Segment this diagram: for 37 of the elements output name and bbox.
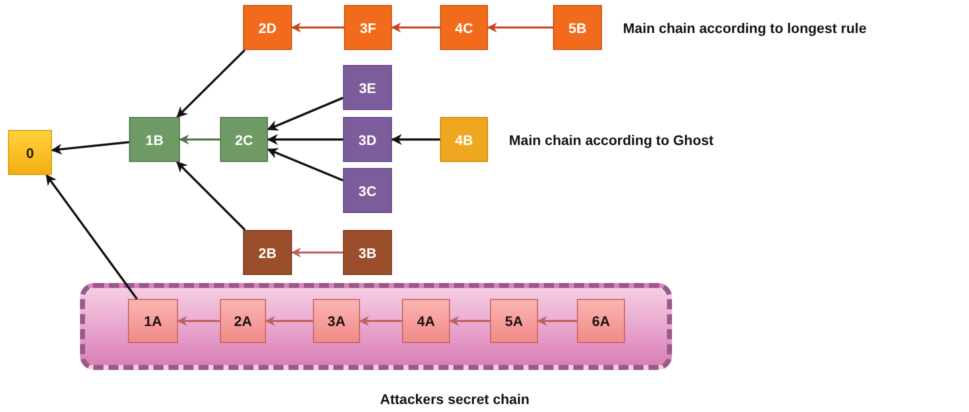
chain-label: Main chain according to Ghost: [509, 132, 714, 148]
block-box: 2B: [243, 230, 292, 275]
arrow: [390, 134, 440, 145]
arrow: [291, 248, 343, 258]
block-box: 2D: [243, 5, 292, 50]
block-box: 2C: [220, 117, 268, 162]
arrow: [179, 134, 220, 144]
block-box: 3F: [344, 5, 392, 50]
arrow: [177, 316, 220, 326]
arrow: [266, 134, 343, 145]
block-box: 3A: [313, 299, 360, 343]
block-box: 3C: [343, 168, 392, 213]
block-box: 2A: [220, 299, 266, 343]
chain-label: Main chain according to longest rule: [623, 20, 866, 36]
block-box: 5A: [490, 299, 538, 343]
arrow: [50, 141, 130, 155]
block-box: 3E: [343, 65, 392, 110]
arrow: [391, 22, 440, 32]
arrow: [176, 161, 246, 231]
group-caption: Attackers secret chain: [380, 391, 530, 407]
arrow: [537, 316, 577, 326]
block-box: 3D: [343, 117, 392, 162]
arrow: [266, 148, 344, 182]
arrow: [176, 49, 246, 118]
block-box: 3B: [343, 230, 392, 275]
arrow: [487, 22, 553, 32]
block-box: 4A: [402, 299, 450, 343]
arrow: [265, 316, 313, 326]
block-box: 6A: [577, 299, 625, 343]
arrow: [449, 316, 490, 326]
arrow: [291, 22, 344, 32]
block-box: 1A: [128, 299, 178, 343]
arrow: [266, 96, 344, 131]
block-box: 1B: [129, 117, 180, 162]
block-box: 4C: [440, 5, 488, 50]
block-box: 0: [8, 130, 52, 175]
arrow: [359, 316, 402, 326]
